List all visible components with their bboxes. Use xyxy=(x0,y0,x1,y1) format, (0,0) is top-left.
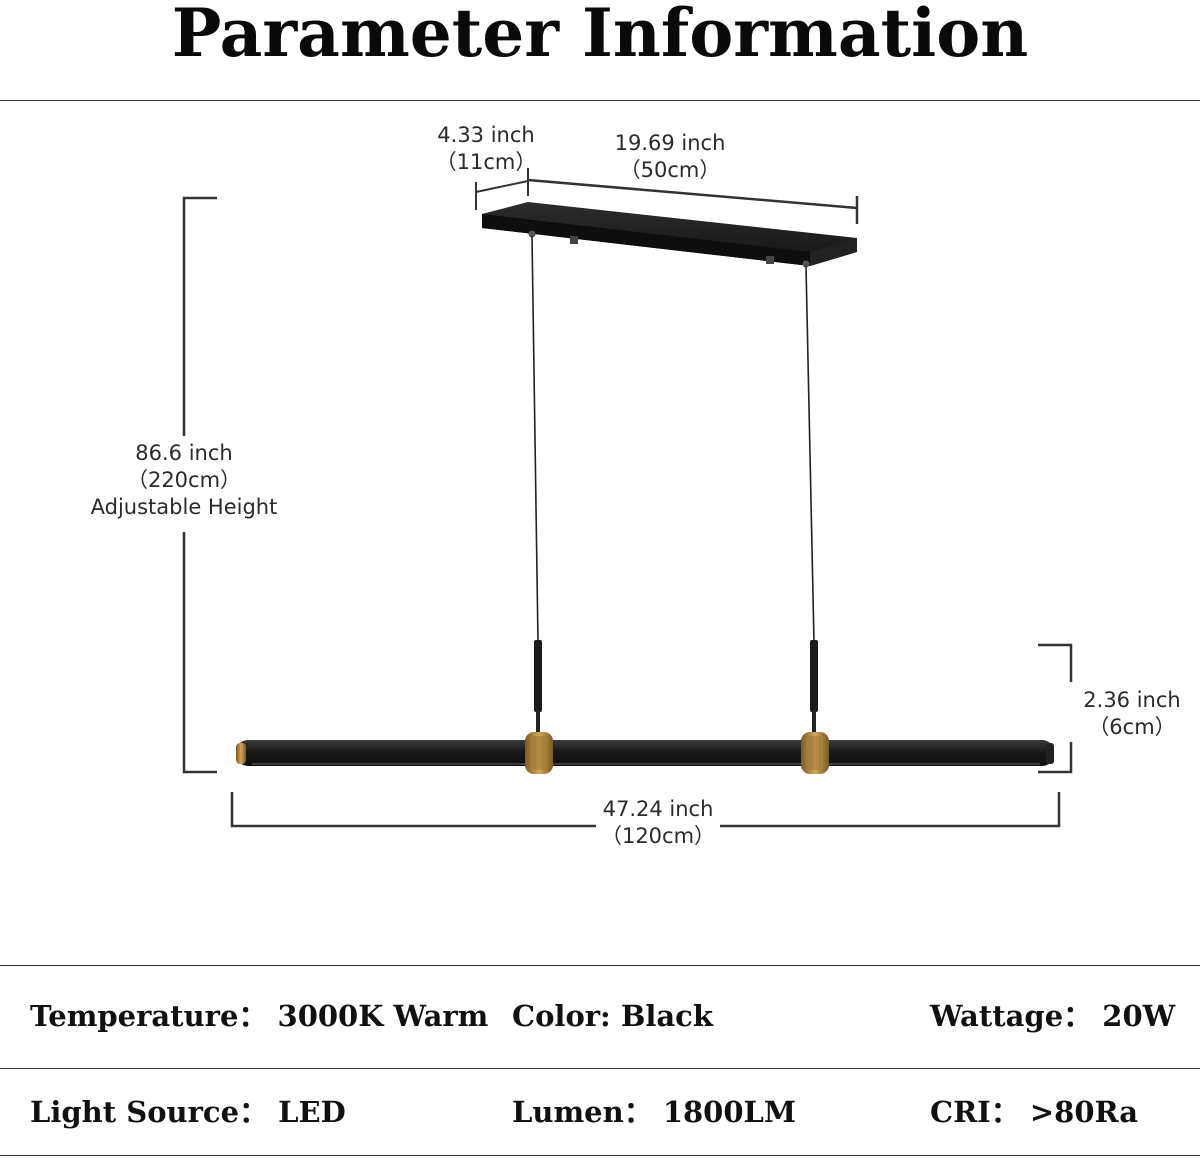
height-inch: 86.6 inch xyxy=(135,441,233,465)
fixture-diagram xyxy=(182,168,1073,828)
spec-cri-label: CRI： xyxy=(930,1095,1020,1129)
canopy-length-inch: 19.69 inch xyxy=(614,131,726,155)
canopy-length-cm: （50cm） xyxy=(619,158,721,182)
bar-length-cm: （120cm） xyxy=(600,824,716,848)
spec-cri: CRI： >80Ra xyxy=(930,1094,1138,1130)
suspension-wires xyxy=(531,235,815,643)
bar-height-label: 2.36 inch （6cm） xyxy=(1072,687,1192,741)
ceiling-canopy xyxy=(482,202,857,268)
height-cm: （220cm） xyxy=(126,468,242,492)
title-divider xyxy=(0,100,1200,101)
spec-lumen-value: 1800LM xyxy=(662,1095,797,1129)
spec-table-middle-rule xyxy=(0,1068,1200,1069)
page-title: Parameter Information xyxy=(171,0,1029,72)
canopy-width-dimension-line xyxy=(475,168,529,210)
bar-length-label: 47.24 inch （120cm） xyxy=(590,796,726,850)
spec-temperature-value: 3000K Warm xyxy=(277,999,489,1033)
bar-height-dimension-line xyxy=(1038,643,1073,774)
spec-light-source: Light Source： LED xyxy=(30,1094,346,1130)
spec-temperature: Temperature： 3000K Warm xyxy=(30,998,488,1034)
canopy-length-label: 19.69 inch （50cm） xyxy=(600,130,740,184)
spec-color: Color: Black xyxy=(512,998,713,1034)
canopy-width-cm: （11cm） xyxy=(435,150,537,174)
canopy-length-dimension-line xyxy=(527,178,859,224)
canopy-width-inch: 4.33 inch xyxy=(437,123,535,147)
spec-wattage: Wattage： 20W xyxy=(930,998,1175,1034)
spec-light-source-label: Light Source： xyxy=(30,1095,269,1129)
spec-table-bottom-rule xyxy=(0,1155,1200,1156)
light-bar xyxy=(236,740,1054,766)
spec-lumen: Lumen： 1800LM xyxy=(512,1094,796,1130)
bar-height-cm: （6cm） xyxy=(1088,715,1176,739)
height-dimension-line xyxy=(182,196,217,774)
height-label: 86.6 inch （220cm） Adjustable Height xyxy=(78,440,290,521)
wire-sleeves xyxy=(534,640,818,732)
spec-cri-value: >80Ra xyxy=(1029,1095,1139,1129)
spec-table-top-rule xyxy=(0,965,1200,966)
height-note: Adjustable Height xyxy=(90,495,278,519)
spec-wattage-value: 20W xyxy=(1102,999,1176,1033)
spec-light-source-value: LED xyxy=(278,1095,346,1129)
brass-collars xyxy=(525,732,829,774)
spec-temperature-label: Temperature： xyxy=(30,999,268,1033)
spec-wattage-label: Wattage： xyxy=(930,999,1093,1033)
spec-lumen-label: Lumen： xyxy=(512,1095,653,1129)
spec-color-label: Color: Black xyxy=(512,999,713,1033)
bar-length-dimension-line xyxy=(230,792,1061,828)
bar-height-inch: 2.36 inch xyxy=(1083,688,1181,712)
canopy-width-label: 4.33 inch （11cm） xyxy=(424,122,548,176)
bar-length-inch: 47.24 inch xyxy=(602,797,714,821)
